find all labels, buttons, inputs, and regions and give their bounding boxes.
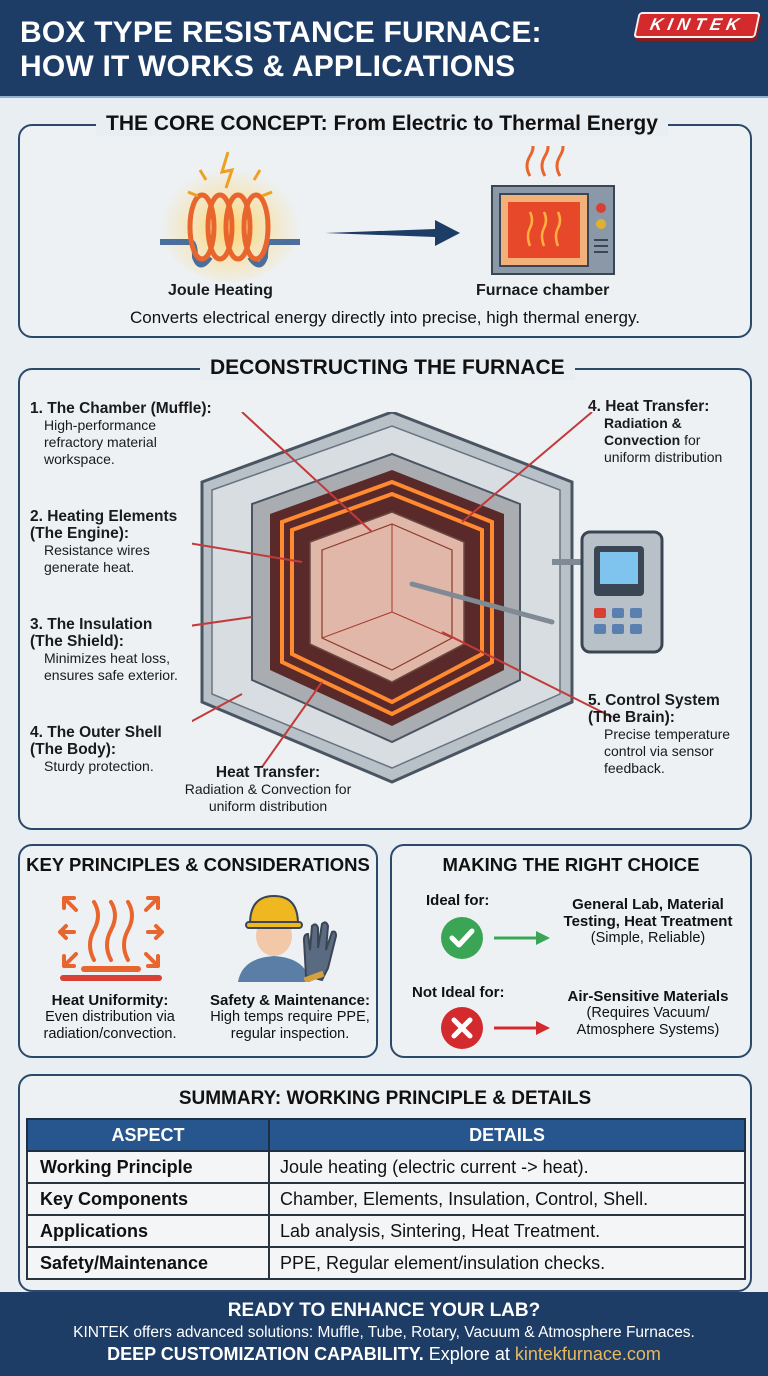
summary-panel: SUMMARY: WORKING PRINCIPLE & DETAILS ASP… xyxy=(18,1074,752,1292)
key-principles-title: KEY PRINCIPLES & CONSIDERATIONS xyxy=(26,854,370,875)
arrow-right-red-icon xyxy=(494,1021,550,1035)
table-row: Applications Lab analysis, Sintering, He… xyxy=(26,1214,746,1248)
callout-chamber: 1. The Chamber (Muffle): High-performanc… xyxy=(30,400,212,467)
table-row: Safety/Maintenance PPE, Regular element/… xyxy=(26,1246,746,1280)
footer-cta: READY TO ENHANCE YOUR LAB? KINTEK offers… xyxy=(0,1292,768,1376)
footer-customization: DEEP CUSTOMIZATION CAPABILITY. Explore a… xyxy=(107,1344,661,1364)
deconstruct-title: DECONSTRUCTING THE FURNACE xyxy=(200,356,575,380)
callout-heat-transfer-top: 4. Heat Transfer: Radiation & Convection… xyxy=(588,398,723,465)
table-row: Key Components Chamber, Elements, Insula… xyxy=(26,1182,746,1216)
arrow-right-icon xyxy=(325,220,460,246)
joule-heating-label: Joule Heating xyxy=(168,282,273,299)
furnace-chamber-icon xyxy=(491,146,615,275)
footer-offer-text: KINTEK offers advanced solutions: Muffle… xyxy=(73,1324,695,1341)
footer-headline: READY TO ENHANCE YOUR LAB? xyxy=(227,1300,541,1321)
joule-heating-coil-icon xyxy=(160,151,300,282)
table-header-row: ASPECT DETAILS xyxy=(26,1118,746,1152)
not-ideal-description: Air-Sensitive Materials (Requires Vacuum… xyxy=(567,988,729,1038)
callout-outer-shell: 4. The Outer Shell (The Body): Sturdy pr… xyxy=(30,724,162,774)
heat-uniformity-text: Heat Uniformity: Even distribution via r… xyxy=(43,992,177,1042)
core-concept-caption: Converts electrical energy directly into… xyxy=(130,308,640,327)
ideal-label: Ideal for: xyxy=(426,892,490,909)
not-ideal-label: Not Ideal for: xyxy=(412,984,505,1001)
furnace-chamber-label: Furnace chamber xyxy=(476,282,610,299)
safety-maintenance-text: Safety & Maintenance: High temps require… xyxy=(209,992,371,1042)
furnace-cutaway-illustration xyxy=(192,412,664,784)
control-panel-icon xyxy=(580,530,664,654)
check-circle-icon xyxy=(441,917,483,959)
callout-heat-transfer-bottom: Heat Transfer: Radiation & Convection fo… xyxy=(184,764,352,814)
heat-uniformity-icon xyxy=(58,896,164,981)
key-principles-panel: KEY PRINCIPLES & CONSIDERATIONS Heat Uni… xyxy=(18,844,378,1058)
page-title: BOX TYPE RESISTANCE FURNACE: HOW IT WORK… xyxy=(20,16,542,83)
callout-insulation: 3. The Insulation (The Shield): Minimize… xyxy=(30,616,178,683)
column-header-aspect: ASPECT xyxy=(26,1118,270,1152)
callout-heating-elements: 2. Heating Elements (The Engine): Resist… xyxy=(30,508,178,575)
right-choice-title: MAKING THE RIGHT CHOICE xyxy=(442,854,700,875)
arrow-right-green-icon xyxy=(494,931,550,945)
website-link[interactable]: kintekfurnace.com xyxy=(514,1344,661,1364)
right-choice-panel: MAKING THE RIGHT CHOICE Ideal for: Gener… xyxy=(390,844,752,1058)
summary-table: ASPECT DETAILS Working Principle Joule h… xyxy=(26,1118,746,1280)
table-row: Working Principle Joule heating (electri… xyxy=(26,1150,746,1184)
core-concept-panel: THE CORE CONCEPT: From Electric to Therm… xyxy=(18,112,752,338)
safety-worker-icon xyxy=(238,894,338,982)
column-header-details: DETAILS xyxy=(268,1118,746,1152)
ideal-description: General Lab, Material Testing, Heat Trea… xyxy=(563,896,733,946)
kintek-logo[interactable]: KINTEK xyxy=(633,12,761,38)
core-concept-title: THE CORE CONCEPT: From Electric to Therm… xyxy=(96,112,668,136)
summary-title: SUMMARY: WORKING PRINCIPLE & DETAILS xyxy=(178,1088,592,1109)
header: BOX TYPE RESISTANCE FURNACE: HOW IT WORK… xyxy=(0,0,768,98)
x-circle-icon xyxy=(441,1007,483,1049)
callout-control-system: 5. Control System (The Brain): Precise t… xyxy=(588,692,731,776)
deconstruct-panel: DECONSTRUCTING THE FURNACE xyxy=(18,356,752,830)
